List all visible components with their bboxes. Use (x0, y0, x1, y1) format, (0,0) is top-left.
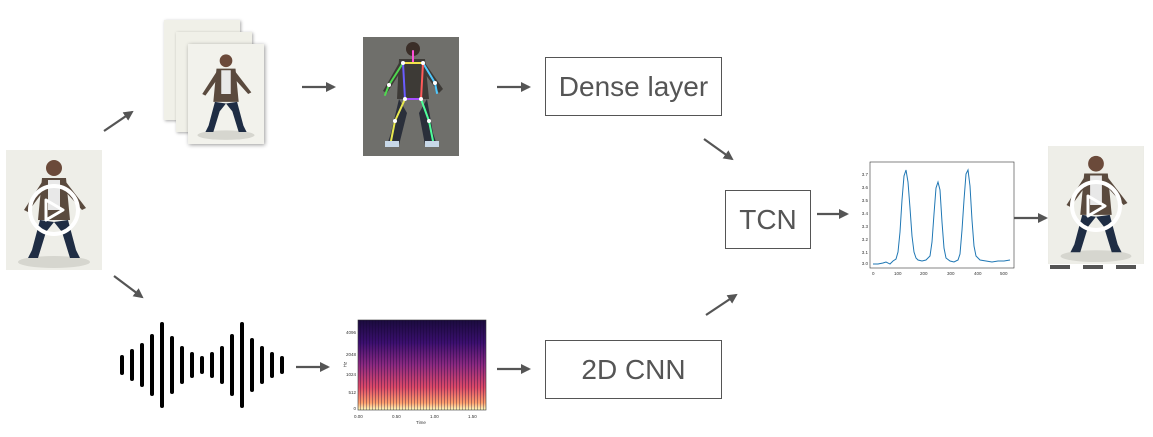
spectrogram-ytick: 1024 (345, 372, 356, 377)
signal-plot: 3.7 3.6 3.5 3.4 3.3 3.2 3.1 3.0 0 100 20… (848, 160, 1016, 280)
signal-ytick: 3.2 (861, 237, 868, 242)
spectrogram-xtick: 1.50 (468, 414, 477, 419)
pose-estimation-image (363, 37, 459, 156)
arrow-cnn-to-tcn (705, 293, 738, 316)
input-video-thumbnail[interactable] (6, 150, 102, 270)
spectrogram-ytick: 0 (353, 406, 356, 411)
output-video-thumbnail[interactable] (1048, 146, 1144, 264)
dense-layer-box: Dense layer (545, 57, 722, 116)
signal-xtick: 0 (872, 271, 875, 276)
signal-ytick: 3.5 (861, 198, 868, 203)
spectrogram-xtick: 1.00 (430, 414, 439, 419)
cnn-2d-label: 2D CNN (581, 353, 686, 385)
pose-skeleton-icon (363, 37, 459, 156)
signal-xtick: 100 (894, 271, 902, 276)
beat-marker (1116, 265, 1136, 269)
beat-marker (1083, 265, 1103, 269)
signal-xtick: 300 (947, 271, 955, 276)
arrow-dense-to-tcn (703, 138, 734, 161)
dense-layer-label: Dense layer (558, 70, 709, 102)
signal-ytick: 3.1 (861, 250, 868, 255)
play-icon[interactable] (28, 184, 80, 236)
spectrogram-ytick: 4096 (345, 330, 356, 335)
spectrogram-xtick: 0.50 (392, 414, 401, 419)
signal-plot-icon (869, 161, 1015, 269)
spectrogram-xlabel: Time (416, 420, 426, 425)
play-icon[interactable] (1070, 180, 1122, 232)
signal-xtick: 400 (974, 271, 982, 276)
arrow-video-to-audio (113, 275, 144, 299)
audio-waveform-icon (120, 322, 284, 408)
spectrogram-ytick: 2048 (345, 352, 356, 357)
tcn-label: TCN (739, 203, 797, 235)
signal-xtick: 500 (1000, 271, 1008, 276)
spectrogram-xtick: 0.00 (354, 414, 363, 419)
signal-ytick: 3.3 (861, 224, 868, 229)
spectrogram-icon (357, 319, 487, 411)
signal-xtick: 200 (920, 271, 928, 276)
cnn-2d-box: 2D CNN (545, 340, 722, 399)
frame-stack (164, 20, 264, 144)
spectrogram: 4096 2048 1024 512 0 Hz 0.00 0.50 1.00 1… (330, 318, 490, 426)
tcn-box: TCN (725, 190, 811, 249)
signal-ytick: 3.7 (861, 172, 868, 177)
frame-front (188, 44, 264, 144)
signal-ytick: 3.0 (861, 261, 868, 266)
arrow-video-to-frames (103, 110, 134, 132)
signal-ytick: 3.6 (861, 185, 868, 190)
spectrogram-ytick: 512 (348, 390, 356, 395)
beat-marker (1050, 265, 1070, 269)
signal-ytick: 3.4 (861, 211, 868, 216)
person-figure-icon (197, 54, 255, 140)
